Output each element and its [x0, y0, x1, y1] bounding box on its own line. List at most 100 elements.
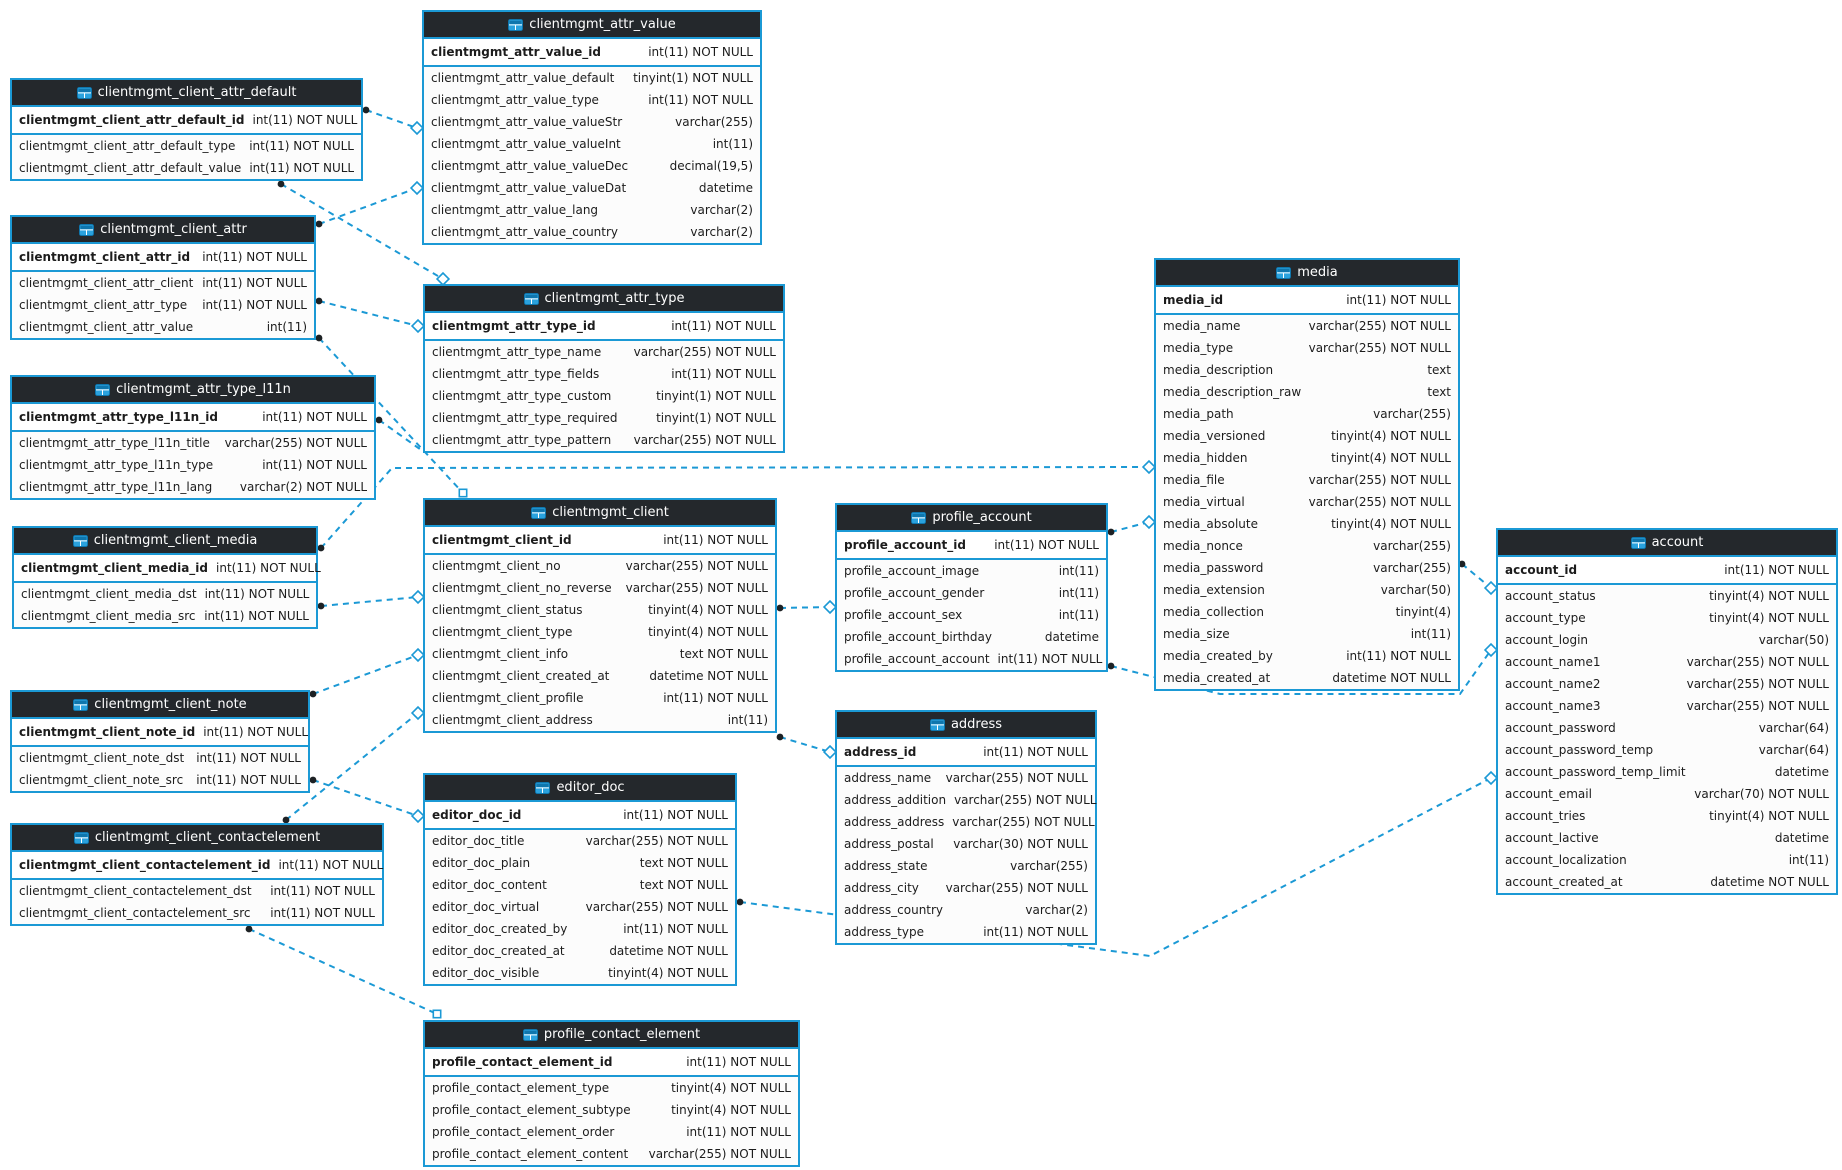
relationship-clientmgmt_client_attr-to-clientmgmt_attr_type[interactable] — [318, 300, 419, 327]
relationship-clientmgmt_client-to-address[interactable] — [779, 736, 831, 753]
relationship-clientmgmt_attr_type_l11n-to-clientmgmt_attr_type[interactable] — [378, 419, 425, 453]
entity-header[interactable]: clientmgmt_client_contactelement — [12, 825, 382, 852]
table-clientmgmt_client_media[interactable]: clientmgmt_client_media clientmgmt_client… — [12, 526, 321, 629]
entity-header[interactable]: clientmgmt_attr_type_l11n — [12, 377, 374, 404]
relationship-clientmgmt_client_attr-to-clientmgmt_attr_value[interactable] — [318, 187, 418, 225]
entity-header[interactable]: clientmgmt_attr_type — [425, 286, 783, 313]
relationship-clientmgmt_client-to-profile_account[interactable] — [779, 606, 831, 609]
entity-header[interactable]: address — [837, 712, 1095, 739]
relationship-clientmgmt_client_contactelement-to-profile_contact_element[interactable] — [248, 928, 438, 1015]
entity-header[interactable]: clientmgmt_attr_value — [424, 12, 760, 39]
entity-header[interactable]: account — [1498, 530, 1836, 557]
entity-header[interactable]: clientmgmt_client_note — [12, 692, 308, 719]
entity-header[interactable]: clientmgmt_client — [425, 500, 775, 527]
relationship-clientmgmt_client_attr_default-to-clientmgmt_attr_type[interactable] — [280, 183, 444, 280]
entity-header[interactable]: clientmgmt_client_attr_default — [12, 80, 361, 107]
entity-header[interactable]: clientmgmt_client_media — [14, 528, 316, 555]
relationship-media-to-account[interactable] — [1461, 563, 1492, 589]
entity-header[interactable]: profile_contact_element — [425, 1022, 798, 1049]
entity-header[interactable]: clientmgmt_client_attr — [12, 217, 314, 244]
relationship-clientmgmt_client_attr_default-to-clientmgmt_attr_value[interactable] — [365, 109, 418, 129]
relationship-clientmgmt_client_note-to-clientmgmt_client[interactable] — [312, 654, 419, 695]
